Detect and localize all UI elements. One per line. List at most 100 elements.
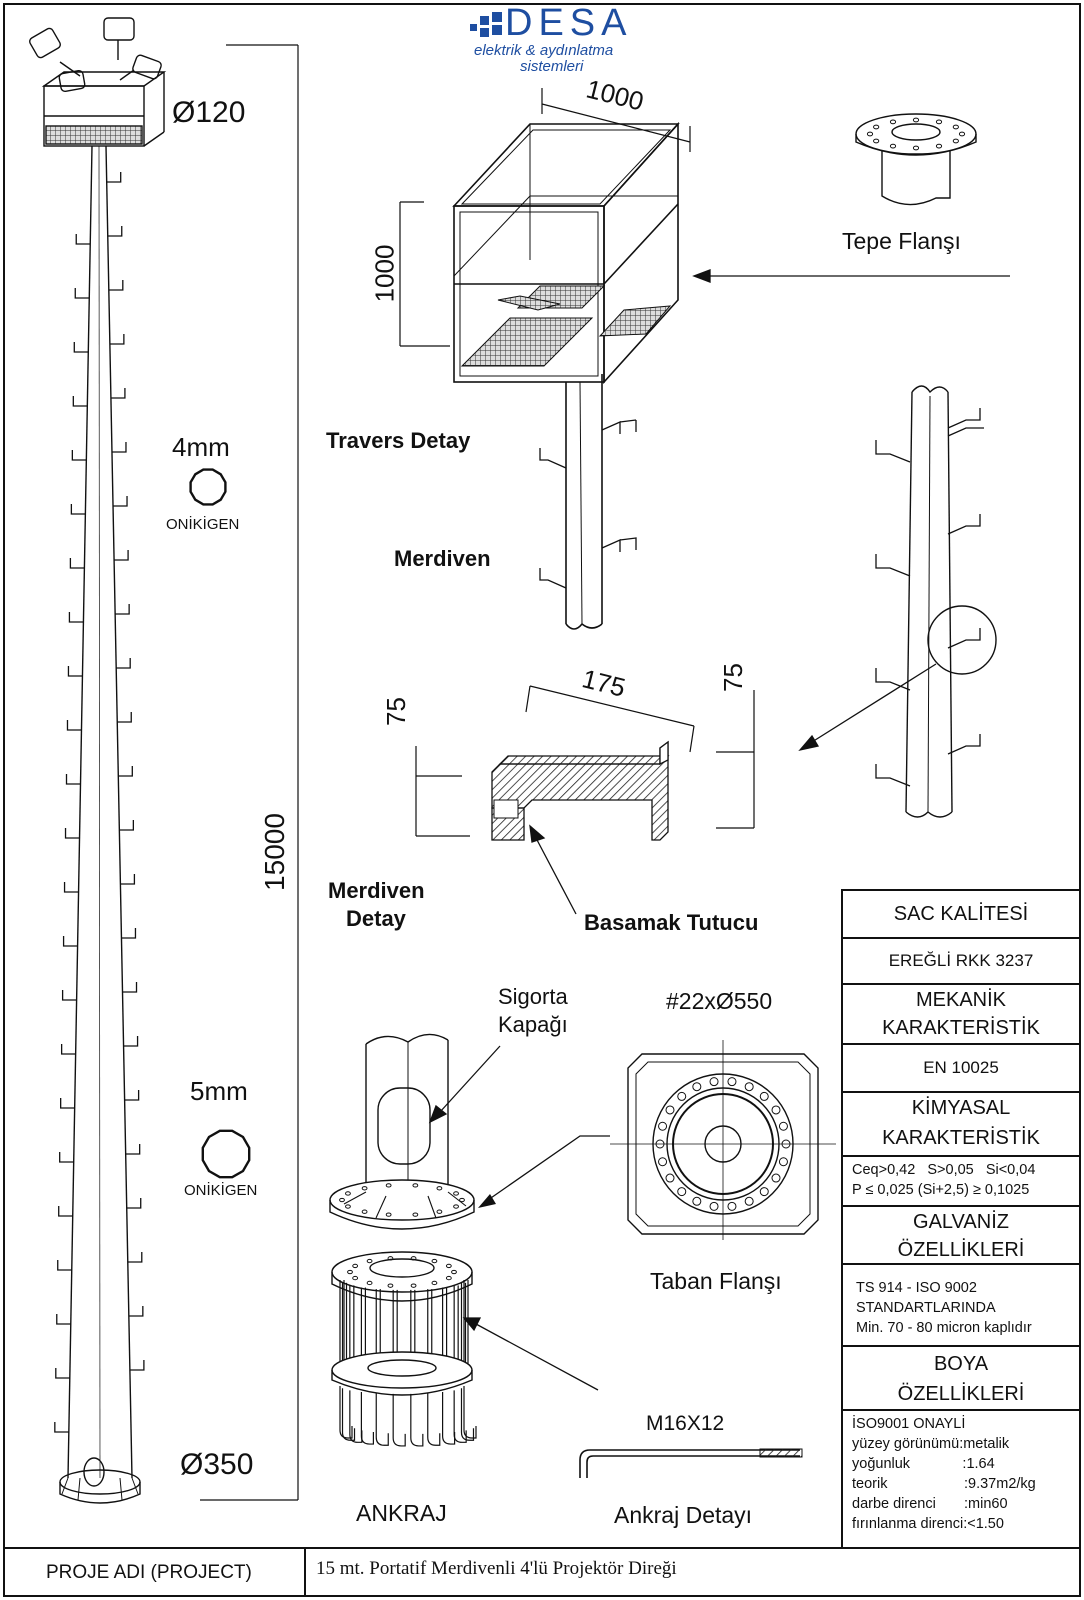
ladder-detail-label-1: Merdiven [328, 878, 425, 903]
pole-step-left [72, 396, 88, 407]
pole-step-right [114, 550, 129, 561]
platform-dimension-lines [399, 88, 691, 347]
pole-step-right [118, 766, 133, 777]
spec-sac-value: EREĞLİ RKK 3237 [888, 951, 1034, 970]
ladder-label: Merdiven [394, 546, 491, 571]
base-flange-label: Taban Flanşı [650, 1268, 782, 1294]
pole-step-right [115, 604, 130, 615]
pole-step-left [60, 1098, 75, 1109]
pole-step-right [116, 658, 131, 669]
pole-step-right [121, 928, 137, 939]
anchor-detail-label: Ankraj Detayı [614, 1502, 753, 1528]
spec-boya-line-5: darbe direnci :min60 [852, 1496, 1008, 1512]
spec-gal-title-2: ÖZELLİKLERİ [897, 1239, 1025, 1261]
pole-step-left [68, 612, 84, 623]
step-detail-arrow [798, 663, 937, 752]
anchor-label: ANKRAJ [356, 1500, 447, 1526]
pole-step-left [73, 342, 89, 353]
spec-mek-title-2: KARAKTERİSTİK [882, 1017, 1040, 1039]
spec-gal-line-2: STANDARTLARINDA [856, 1300, 996, 1316]
pole-step-right [111, 442, 127, 453]
pole-step-left [74, 288, 90, 299]
pole-step-right [125, 1144, 141, 1155]
pole-step-right [122, 982, 138, 993]
pole-step-right [129, 1360, 145, 1371]
ladder-detail-label-2: Detay [346, 906, 406, 931]
pole-step-left [57, 1260, 72, 1271]
pole-step-left [61, 990, 77, 1001]
project-name-value: 15 mt. Portatif Merdivenli 4'lü Projektö… [316, 1558, 677, 1579]
pole-step-left [58, 1206, 73, 1217]
pole-step-left [64, 828, 80, 839]
pole-elevation [29, 17, 167, 1504]
pole-step-right [123, 1036, 139, 1047]
pole-step-left [66, 720, 82, 731]
pole-step-left [56, 1314, 71, 1325]
pole-height: 15000 [258, 813, 290, 891]
pole-step-right [117, 712, 132, 723]
pole-top-diameter: Ø120 [172, 96, 246, 129]
anchor-bolt-spec: M16X12 [646, 1412, 725, 1435]
spec-kim-title-2: KARAKTERİSTİK [882, 1127, 1040, 1149]
step-dimension-lines [415, 685, 755, 837]
base-flange-plan [610, 1040, 836, 1240]
pole-lower-shape: ONİKİGEN [184, 1182, 258, 1199]
base-flange-link-line [478, 1135, 610, 1208]
pole-ladder-steps [54, 172, 145, 1433]
pole-step-right [120, 874, 136, 885]
project-name-label: PROJE ADI (PROJECT) [46, 1562, 252, 1583]
pole-step-right [108, 280, 124, 291]
pole-step-right [127, 1252, 143, 1263]
spec-boya-title-2: ÖZELLİKLERİ [897, 1383, 1025, 1405]
anchor-cage-drawing [331, 1251, 477, 1447]
pole-step-left [60, 1044, 76, 1055]
sheet-border [3, 3, 1081, 1597]
spec-sac-title: SAC KALİTESİ [893, 903, 1029, 925]
pole-step-left [75, 234, 91, 245]
twelve-gon-section-lower [201, 1129, 251, 1179]
fuse-cover-label-2: Kapağı [498, 1012, 568, 1037]
pole-step-left [65, 774, 81, 785]
pole-step-right [109, 334, 125, 345]
spec-boya-line-4: teorik :9.37m2/kg [852, 1476, 1036, 1492]
pole-step-left [71, 450, 87, 461]
platform-height: 1000 [369, 244, 400, 303]
spec-boya-line-6: fırınlanma direnci:<1.50 [852, 1516, 1004, 1532]
desa-logo-mark [470, 12, 502, 37]
pole-bottom-diameter: Ø350 [180, 1448, 254, 1481]
pole-step-right [124, 1090, 140, 1101]
floodlight-group [29, 17, 162, 93]
pole-dimension-lines [200, 44, 299, 1501]
spec-mek-title-1: MEKANİK [915, 989, 1007, 1011]
pole-step-left [54, 1422, 69, 1433]
fuse-cover-label-1: Sigorta [498, 984, 568, 1009]
spec-gal-line-3: Min. 70 - 80 micron kaplıdır [856, 1320, 1032, 1336]
pole-upper-shape: ONİKİGEN [166, 516, 240, 533]
twelve-gon-section-upper [189, 468, 227, 506]
platform-callout-arrow [692, 269, 1010, 283]
logo-tagline-2: sistemleri [520, 58, 584, 75]
pole-step-right [110, 388, 126, 399]
step-height-left: 75 [380, 697, 411, 726]
pole-step-left [69, 558, 85, 569]
step-height-right: 75 [717, 663, 748, 692]
spec-gal-line-1: TS 914 - ISO 9002 [856, 1280, 977, 1296]
pole-step-left [62, 936, 78, 947]
step-detail-drawing [491, 740, 670, 841]
fuse-cover-arrow [428, 1045, 501, 1124]
platform-small [41, 71, 167, 147]
top-flange-drawing [855, 113, 977, 206]
pole-step-left [63, 882, 79, 893]
base-flange-spec: #22xØ550 [666, 988, 773, 1014]
spec-kim-line-2: P ≤ 0,025 (Si+2,5) ≥ 0,1025 [852, 1182, 1030, 1198]
spec-kim-title-1: KİMYASAL [911, 1097, 1011, 1119]
step-holder-label: Basamak Tutucu [584, 910, 759, 935]
spec-boya-line-1: İSO9001 ONAYLİ [852, 1416, 966, 1432]
spec-kim-line-1: Ceq>0,42 S>0,05 Si<0,04 [852, 1162, 1036, 1178]
spec-boya-title-1: BOYA [933, 1353, 989, 1375]
logo-brand: DESA [505, 2, 633, 44]
spec-boya-line-2: yüzey görünümü:metalik [852, 1436, 1010, 1452]
pole-step-right [106, 172, 122, 183]
